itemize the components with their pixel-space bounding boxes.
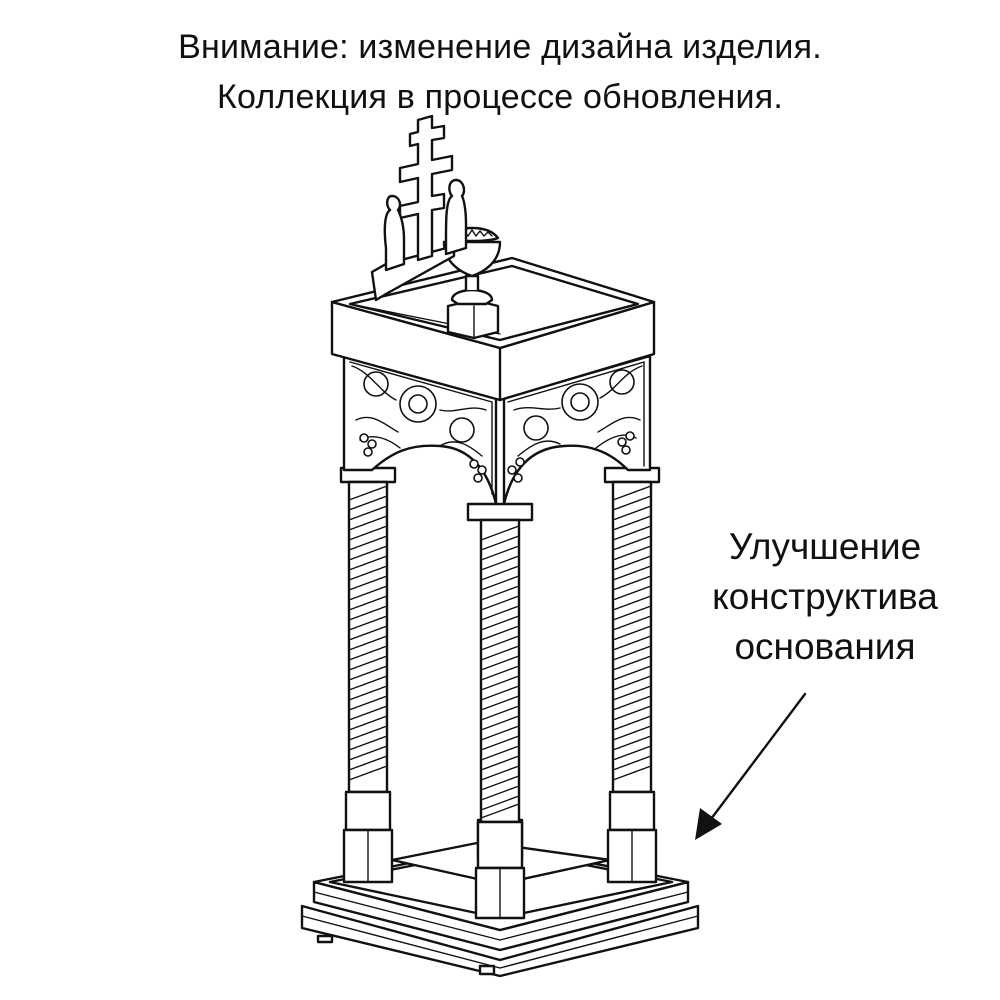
notice-line-2: Коллекция в процессе обновления. [217,78,783,116]
notice-text: Внимание: изменение дизайна изделия. Кол… [0,22,1000,122]
carved-frieze [342,354,652,506]
column-back-left [339,466,397,884]
callout-line-2: конструктива [712,576,938,617]
callout-line-3: основания [734,626,916,667]
callout-text: Улучшение конструктива основания [660,522,990,672]
notice-line-1: Внимание: изменение дизайна изделия. [178,28,822,66]
callout-line-1: Улучшение [728,526,922,567]
orthodox-cross-icon [370,114,468,302]
column-back-right [603,466,661,884]
arrow-icon [695,692,807,840]
column-front [466,502,534,920]
